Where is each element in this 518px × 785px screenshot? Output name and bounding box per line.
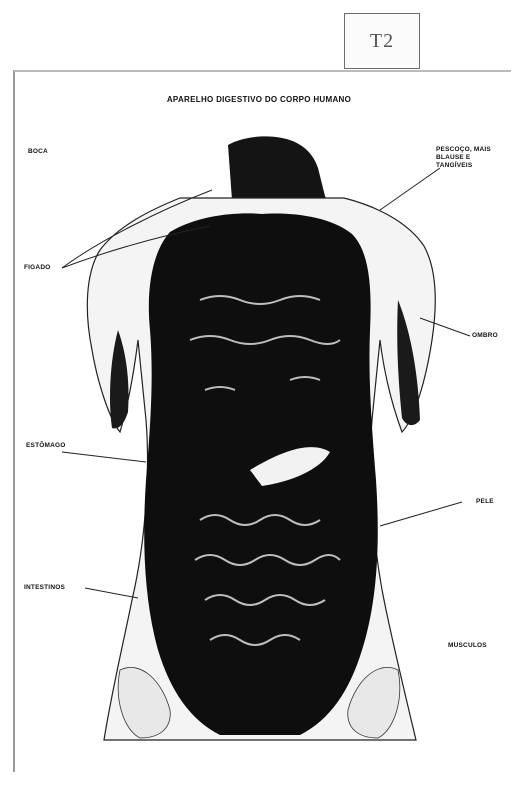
leader-pele [380,502,462,526]
leader-intestinos [85,588,138,598]
label-pescoco: PESCOÇO, MAIS BLAUSE E TANGÍVEIS [436,146,504,170]
label-ombro: OMBRO [472,332,498,340]
label-pele: PELE [476,498,494,506]
leader-pescoco [380,168,440,210]
label-musculos: MUSCULOS [448,642,487,650]
label-estomago: ESTÔMAGO [26,442,66,450]
label-intestinos: INTESTINOS [24,584,65,592]
label-figado: FIGADO [24,264,50,272]
label-boca: BOCA [28,148,48,156]
leader-estomago [62,452,146,462]
